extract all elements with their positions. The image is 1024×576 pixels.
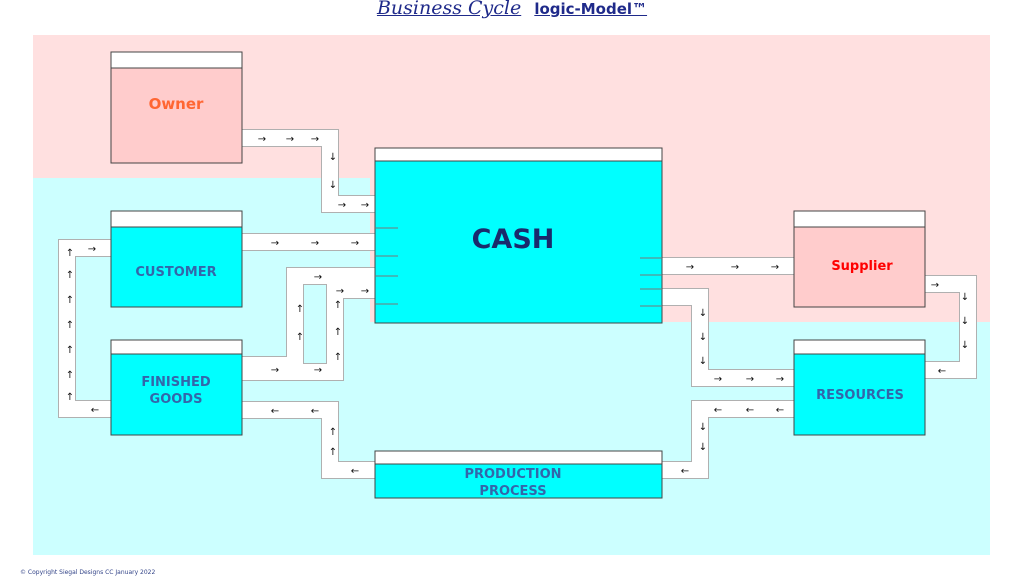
svg-text:↑: ↑ [66,248,74,259]
svg-text:↓: ↓ [329,180,337,191]
cash-label: CASH [472,224,555,255]
svg-text:↑: ↑ [334,300,342,311]
svg-text:←: ← [938,366,946,377]
svg-text:→: → [931,280,939,291]
svg-text:↓: ↓ [699,332,707,343]
svg-text:↑: ↑ [66,370,74,381]
svg-text:←: ← [311,406,319,417]
svg-text:↑: ↑ [66,345,74,356]
svg-text:↑: ↑ [334,352,342,363]
svg-text:↑: ↑ [296,332,304,343]
supplier-tank: Supplier [793,210,926,308]
resources-label: RESOURCES [816,388,904,403]
svg-text:↑: ↑ [66,270,74,281]
cash-tank: CASH [374,147,663,324]
svg-text:↓: ↓ [961,340,969,351]
svg-text:↓: ↓ [699,308,707,319]
svg-text:→: → [731,262,739,273]
svg-text:↓: ↓ [329,152,337,163]
svg-text:←: ← [91,405,99,416]
finished-goods-tank: FINISHED GOODS [110,339,243,436]
svg-text:→: → [271,365,279,376]
diagram-title: Business Cycle logic-Model™ [0,0,1024,22]
production-label-line1: PRODUCTION [464,467,561,482]
svg-text:←: ← [271,406,279,417]
svg-text:→: → [746,374,754,385]
svg-text:↑: ↑ [66,295,74,306]
svg-text:→: → [336,286,344,297]
operations-zone [33,178,990,555]
svg-text:↓: ↓ [699,442,707,453]
svg-text:→: → [771,262,779,273]
supplier-label: Supplier [831,259,893,274]
svg-text:→: → [776,374,784,385]
finished-goods-label-line1: FINISHED [141,375,211,390]
svg-text:←: ← [776,405,784,416]
svg-text:↓: ↓ [699,356,707,367]
svg-text:↑: ↑ [296,304,304,315]
svg-text:↓: ↓ [699,422,707,433]
svg-text:←: ← [714,405,722,416]
svg-text:→: → [351,238,359,249]
svg-text:↑: ↑ [329,427,337,438]
flow-channels [58,129,977,479]
title-sub: logic-Model™ [534,0,648,18]
svg-text:→: → [361,286,369,297]
svg-text:↑: ↑ [66,320,74,331]
svg-text:←: ← [746,405,754,416]
resources-tank: RESOURCES [793,339,926,436]
customer-label: CUSTOMER [135,265,216,280]
svg-text:↓: ↓ [961,292,969,303]
copyright-notice: © Copyright Siegal Designs CC January 20… [20,569,156,576]
production-label-line2: PROCESS [479,484,546,499]
svg-text:→: → [686,262,694,273]
svg-text:↓: ↓ [961,316,969,327]
svg-text:→: → [88,244,96,255]
production-process-tank: PRODUCTION PROCESS [374,450,663,499]
owner-label: Owner [149,95,204,113]
svg-text:→: → [286,134,294,145]
svg-text:→: → [271,238,279,249]
svg-text:→: → [361,200,369,211]
svg-text:→: → [314,365,322,376]
svg-text:→: → [714,374,722,385]
svg-text:↑: ↑ [66,392,74,403]
customer-tank: CUSTOMER [110,210,243,308]
owner-tank: Owner [110,51,243,164]
svg-text:→: → [338,200,346,211]
svg-text:↑: ↑ [334,327,342,338]
svg-text:→: → [311,134,319,145]
svg-text:←: ← [681,466,689,477]
flow-arrows: → → → ↓ ↓ → → → → → → → → ↓ ↓ ↓ → → → → ↓ ↓ ↓ ← ← ← ← ↓ ↓… [66,134,969,477]
svg-text:↑: ↑ [329,447,337,458]
title-main: Business Cycle [376,0,522,19]
svg-text:→: → [258,134,266,145]
svg-text:→: → [314,272,322,283]
svg-text:←: ← [351,466,359,477]
svg-text:→: → [311,238,319,249]
finished-goods-label-line2: GOODS [150,392,203,407]
